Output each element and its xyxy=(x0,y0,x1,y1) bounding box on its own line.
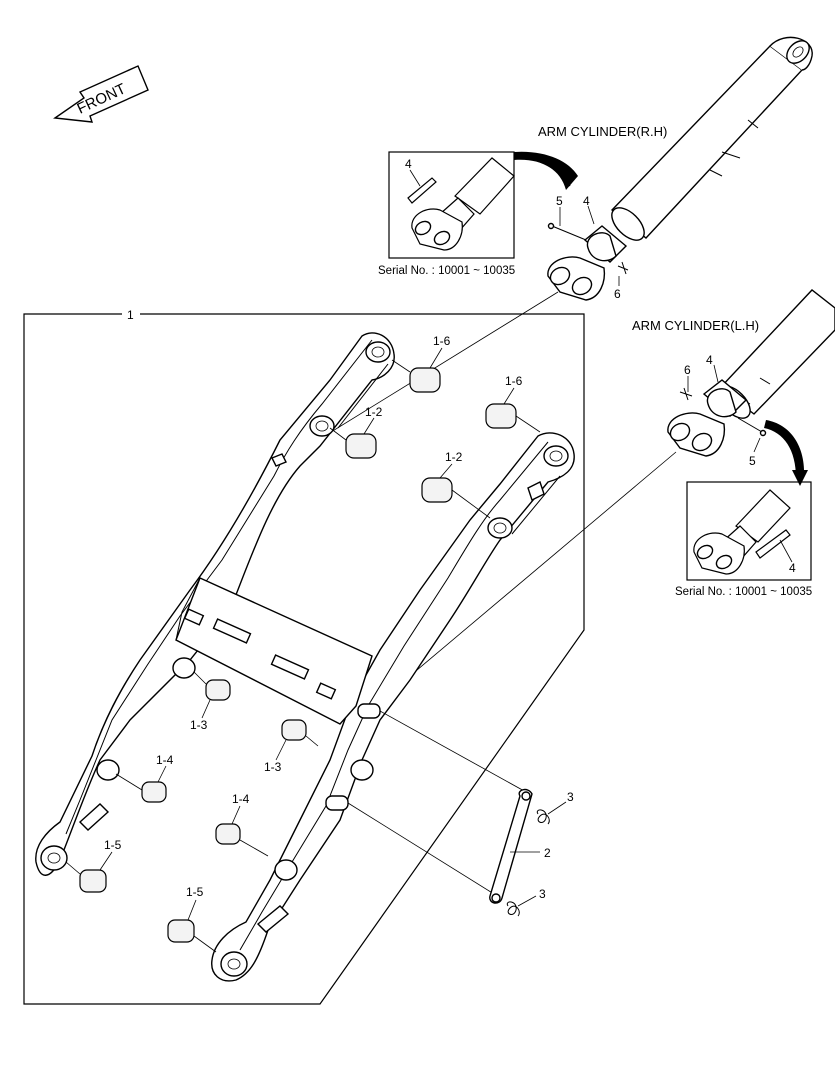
bushing-1-2-left xyxy=(329,427,377,459)
bushing-1-2-right xyxy=(421,477,491,519)
rh-serial-inset: 4 Serial No. : 10001 ~ 10035 xyxy=(378,151,578,277)
label-1-3-a: 1-3 xyxy=(190,718,208,732)
bushing-1-4-right xyxy=(215,823,269,857)
lh-label-4: 4 xyxy=(706,353,713,367)
label-1-5-a: 1-5 xyxy=(104,838,122,852)
lh-label-5: 5 xyxy=(749,454,756,468)
link-label-3-bottom: 3 xyxy=(539,887,546,901)
rh-serial: Serial No. : 10001 ~ 10035 xyxy=(378,265,515,277)
rh-inset-label: 4 xyxy=(405,157,412,171)
label-1-4-a: 1-4 xyxy=(156,753,174,767)
lh-inset-label: 4 xyxy=(789,561,796,575)
arm-cylinder-rh: ARM CYLINDER(R.H) 5 4 6 xyxy=(309,36,813,446)
rh-label-6: 6 xyxy=(614,287,621,301)
bushing-1-6-left xyxy=(391,359,441,393)
label-1-3-b: 1-3 xyxy=(264,760,282,774)
arm-assembly-frame: 1 xyxy=(23,308,585,1005)
label-1-6-b: 1-6 xyxy=(505,374,523,388)
label-1-2-a: 1-2 xyxy=(365,405,383,419)
clip-3-upper: 3 xyxy=(536,790,574,825)
bushings xyxy=(65,359,541,953)
label-1-6-a: 1-6 xyxy=(433,334,451,348)
rh-label-4: 4 xyxy=(583,194,590,208)
lh-label-6: 6 xyxy=(684,363,691,377)
label-1-4-b: 1-4 xyxy=(232,792,250,806)
link-label-3-top: 3 xyxy=(567,790,574,804)
bushing-1-3-right xyxy=(281,719,319,747)
lh-title: ARM CYLINDER(L.H) xyxy=(632,318,759,333)
rh-title: ARM CYLINDER(R.H) xyxy=(538,124,667,139)
clip-3-lower: 3 xyxy=(506,887,546,917)
arm-cylinder-lh: ARM CYLINDER(L.H) 4 6 5 xyxy=(359,289,835,719)
front-arrow-icon: FRONT xyxy=(53,65,149,123)
link-2: 2 xyxy=(489,788,551,904)
rh-label-5: 5 xyxy=(556,194,563,208)
label-1-2-b: 1-2 xyxy=(445,450,463,464)
arm-group-label: 1 xyxy=(127,308,134,322)
label-1-5-b: 1-5 xyxy=(186,885,204,899)
bushing-1-5-right xyxy=(167,919,217,953)
loader-arm xyxy=(35,332,575,982)
bushing-1-4-left xyxy=(115,773,167,803)
bushing-1-6-right xyxy=(485,403,541,433)
bushing-1-3-left xyxy=(193,671,231,701)
lh-serial: Serial No. : 10001 ~ 10035 xyxy=(675,586,812,598)
bushing-1-5-left xyxy=(65,861,107,893)
lh-serial-inset: 4 Serial No. : 10001 ~ 10035 xyxy=(675,420,812,598)
link-label-2: 2 xyxy=(544,846,551,860)
